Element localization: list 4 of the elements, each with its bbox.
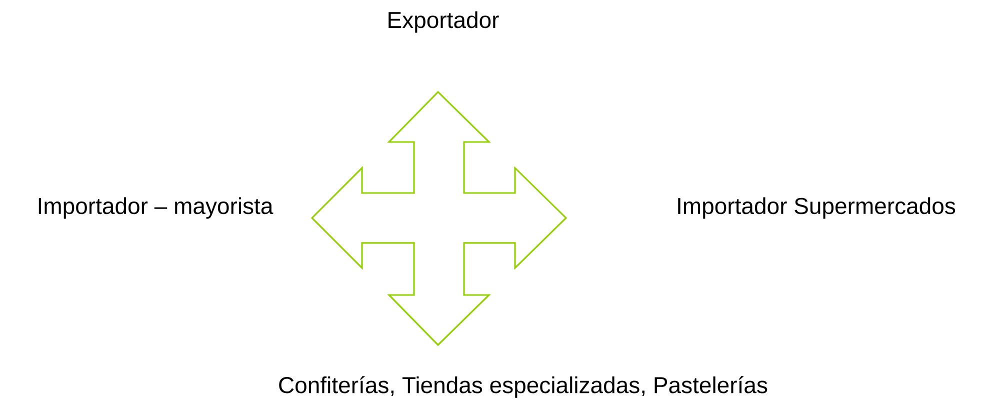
- label: Importador – mayorista: [38, 197, 274, 219]
- label: Confiterías, Tiendas especializadas, Pastelerías: [279, 376, 768, 398]
- label: Exportador: [388, 11, 499, 33]
- label: Importador Supermercados: [678, 197, 956, 219]
